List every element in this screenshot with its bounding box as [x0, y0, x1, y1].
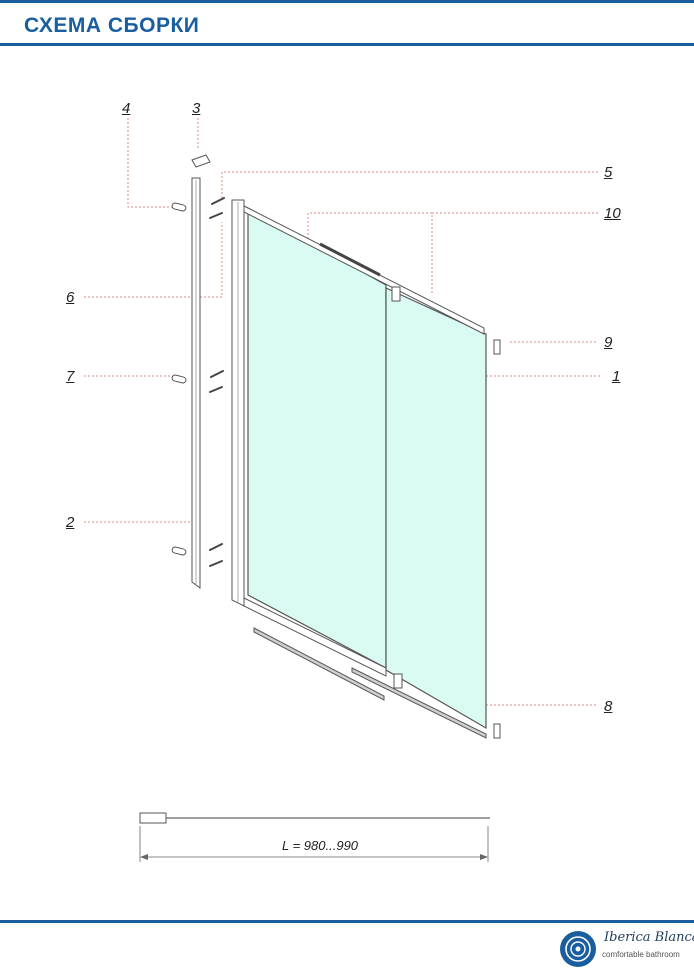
anchor-7	[171, 374, 187, 384]
anchors	[171, 202, 187, 556]
dimension-arrow-left	[140, 854, 148, 860]
brand-tagline: comfortable bathroom	[602, 950, 680, 959]
leader-lines	[84, 118, 600, 706]
seal-strips	[253, 627, 487, 739]
callout-3: 3	[192, 100, 201, 117]
callout-8: 8	[604, 698, 613, 715]
leader-10b	[307, 212, 432, 240]
callout-2: 2	[66, 514, 75, 531]
seal-strip-lower	[253, 627, 385, 701]
profile-end-block	[139, 812, 167, 824]
length-dimension	[139, 812, 490, 862]
page-title: СХЕМА СБОРКИ	[24, 14, 200, 37]
seal-strip-8	[351, 667, 487, 739]
screws	[209, 197, 225, 567]
anchor-4	[171, 202, 187, 212]
callout-5: 5	[604, 164, 613, 181]
end-cap-3	[191, 154, 211, 168]
callout-4: 4	[122, 100, 131, 117]
dimension-label: L = 980...990	[282, 838, 359, 853]
roller-bottom	[393, 673, 403, 689]
leader-10a	[431, 212, 598, 295]
roller-top	[391, 286, 401, 302]
title-underline	[0, 43, 694, 46]
leader-6	[84, 222, 223, 298]
stopper-9	[493, 339, 501, 355]
top-rail-roller	[319, 242, 381, 277]
top-rule	[0, 0, 694, 3]
top-rail-10	[243, 205, 485, 335]
spiral-logo-icon	[560, 931, 596, 967]
stopper-bottom	[493, 723, 501, 739]
wall-profile	[191, 154, 211, 589]
bottom-rail	[243, 597, 387, 677]
sliding-glass-1	[385, 287, 487, 730]
callout-1: 1	[612, 368, 621, 385]
callout-9: 9	[604, 334, 613, 351]
callout-6: 6	[66, 289, 75, 306]
brand-name: Iberica Blanca	[604, 930, 694, 945]
callout-7: 7	[66, 368, 75, 385]
footer-rule	[0, 920, 694, 923]
anchor-bottom	[171, 546, 187, 556]
fixed-glass	[247, 206, 387, 669]
dimension-arrow-right	[480, 854, 488, 860]
frame-assembly	[231, 199, 501, 739]
callout-10: 10	[604, 205, 621, 222]
leader-4	[127, 118, 178, 208]
leader-5	[221, 171, 598, 200]
